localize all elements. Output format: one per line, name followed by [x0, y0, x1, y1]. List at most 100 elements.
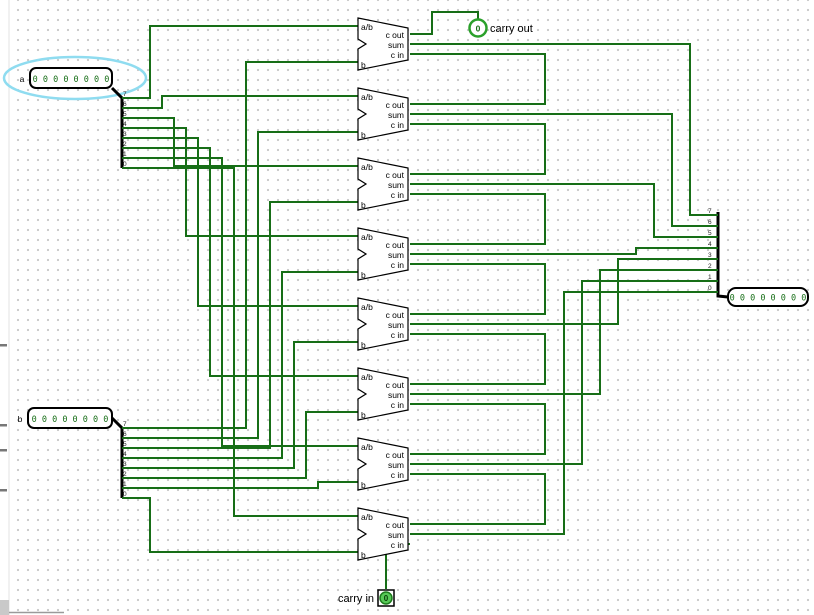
splitter-a-stubs: [122, 97, 134, 169]
full-adder-bit0[interactable]: a/b c out sum c in b: [357, 507, 409, 561]
carry-out-pin[interactable]: 0 carry out: [468, 18, 533, 38]
output-box[interactable]: [727, 287, 809, 307]
gutter-strip: [0, 0, 9, 615]
wire-carry-4to5[interactable]: [410, 193, 546, 245]
adder-cin-label: c in: [391, 120, 405, 130]
wire-carry-3to4[interactable]: [410, 263, 546, 315]
carry-in-state[interactable]: [379, 591, 393, 605]
wire-carry-0to1[interactable]: [410, 473, 546, 525]
adder-body[interactable]: [357, 367, 409, 421]
wire-sum6[interactable]: [410, 113, 706, 227]
wire-b-bit7[interactable]: [134, 61, 358, 429]
wires[interactable]: [134, 11, 706, 589]
input-b-label: b: [18, 414, 23, 424]
wire-carry-1to2[interactable]: [410, 403, 546, 455]
splitter-out-pin3: 3: [708, 252, 712, 259]
carry-out-led[interactable]: [468, 18, 488, 38]
wire-b-bit4[interactable]: [134, 271, 358, 459]
splitter-output[interactable]: 7 6 5 4 3 2 1 0: [706, 208, 729, 299]
adder-body[interactable]: [357, 17, 409, 71]
wire-a-bit4[interactable]: [134, 127, 358, 237]
splitter-b-pin1: 1: [123, 481, 127, 488]
full-adder-bit6[interactable]: a/b c out sum c in b: [357, 87, 409, 141]
full-adder-bit7[interactable]: a/b c out sum c in b: [357, 17, 409, 71]
wire-carry-5to6[interactable]: [410, 123, 546, 175]
splitter-b-pin6: 6: [123, 431, 127, 438]
splitter-b-pin5: 5: [123, 441, 127, 448]
wire-sum0[interactable]: [410, 291, 706, 535]
wire-b-bit3[interactable]: [134, 341, 358, 469]
canvas-edge-gutter: [0, 0, 64, 615]
wire-carry-out[interactable]: [410, 11, 479, 35]
wire-sum4[interactable]: [410, 247, 706, 255]
input-a-box[interactable]: [29, 67, 113, 89]
wire-sum1[interactable]: [410, 280, 706, 465]
adder-cin-label: c in: [391, 330, 405, 340]
adder-body[interactable]: [357, 157, 409, 211]
input-b-box[interactable]: [27, 407, 113, 429]
adder-body[interactable]: [357, 227, 409, 281]
wire-carry-2to3[interactable]: [410, 333, 546, 385]
wire-a-bit1[interactable]: [134, 157, 358, 447]
adder-cout-label: c out: [386, 240, 405, 250]
adder-cout-label: c out: [386, 30, 405, 40]
adder-cin-label: c in: [391, 540, 405, 550]
carry-in-pin[interactable]: carry in 0: [338, 589, 395, 607]
input-pin-a[interactable]: a 0 0 0 0 0 0 0 0: [20, 67, 113, 89]
adder-sum-label: sum: [388, 390, 404, 400]
wire-b-bit2[interactable]: [134, 411, 358, 479]
adder-body[interactable]: [357, 437, 409, 491]
full-adder-bit1[interactable]: a/b c out sum c in b: [357, 437, 409, 491]
input-pin-b[interactable]: b 0 0 0 0 0 0 0 0: [18, 407, 113, 429]
full-adder-bit4[interactable]: a/b c out sum c in b: [357, 227, 409, 281]
adder-body[interactable]: [357, 87, 409, 141]
wire-a-bit3[interactable]: [134, 137, 358, 307]
input-b-value[interactable]: 0 0 0 0 0 0 0 0: [32, 415, 109, 425]
full-adder-bit2[interactable]: a/b c out sum c in b: [357, 367, 409, 421]
gutter-tick: [0, 424, 7, 427]
output-value: 0 0 0 0 0 0 0 0: [730, 294, 807, 304]
wire-sum2[interactable]: [410, 269, 706, 395]
splitter-b-spine[interactable]: [110, 416, 124, 498]
wire-carry-6to7[interactable]: [410, 53, 546, 105]
wire-a-bit0[interactable]: [134, 167, 358, 517]
input-a-label: a: [20, 74, 25, 84]
adder-cout-label: c out: [386, 170, 405, 180]
splitter-output-spine[interactable]: [716, 212, 729, 299]
adder-input-b-label: b: [361, 480, 366, 490]
wire-sum7[interactable]: [410, 43, 706, 216]
adder-cout-label: c out: [386, 520, 405, 530]
adder-body[interactable]: [357, 297, 409, 351]
wire-b-bit0[interactable]: [134, 497, 358, 553]
wire-a-bit5[interactable]: [134, 117, 358, 167]
wire-a-bit7[interactable]: [134, 25, 358, 99]
wire-a-bit6[interactable]: [134, 95, 358, 109]
full-adder-bit5[interactable]: a/b c out sum c in b: [357, 157, 409, 211]
splitter-a-spine[interactable]: [110, 86, 124, 168]
adder-body[interactable]: [357, 507, 409, 561]
splitter-output-stubs: [706, 214, 718, 293]
adder-cin-label: c in: [391, 260, 405, 270]
splitter-out-pin2: 2: [708, 263, 712, 270]
adder-cin-label: c in: [391, 400, 405, 410]
input-a-value[interactable]: 0 0 0 0 0 0 0 0: [33, 75, 110, 85]
splitter-b[interactable]: 7 6 5 4 3 2 1 0: [110, 416, 134, 499]
carry-out-label: carry out: [490, 23, 533, 35]
splitter-out-pin0: 0: [708, 285, 712, 292]
adder-cin-label: c in: [391, 190, 405, 200]
adder-input-ab-label: a/b: [361, 442, 373, 452]
wire-b-bit6[interactable]: [134, 131, 358, 439]
splitter-a-pin5: 5: [123, 111, 127, 118]
splitter-a[interactable]: 7 6 5 4 3 2 1 0: [110, 86, 134, 169]
splitter-a-pin6: 6: [123, 101, 127, 108]
gutter-tick: [0, 449, 7, 452]
wire-sum5[interactable]: [410, 183, 706, 238]
adder-input-ab-label: a/b: [361, 232, 373, 242]
full-adder-bit3[interactable]: a/b c out sum c in b: [357, 297, 409, 351]
adder-input-b-label: b: [361, 60, 366, 70]
wire-b-bit1[interactable]: [134, 481, 358, 489]
wire-b-bit5[interactable]: [134, 201, 358, 449]
wire-a-bit2[interactable]: [134, 147, 358, 377]
output-pin-sum[interactable]: 0 0 0 0 0 0 0 0: [727, 287, 809, 307]
